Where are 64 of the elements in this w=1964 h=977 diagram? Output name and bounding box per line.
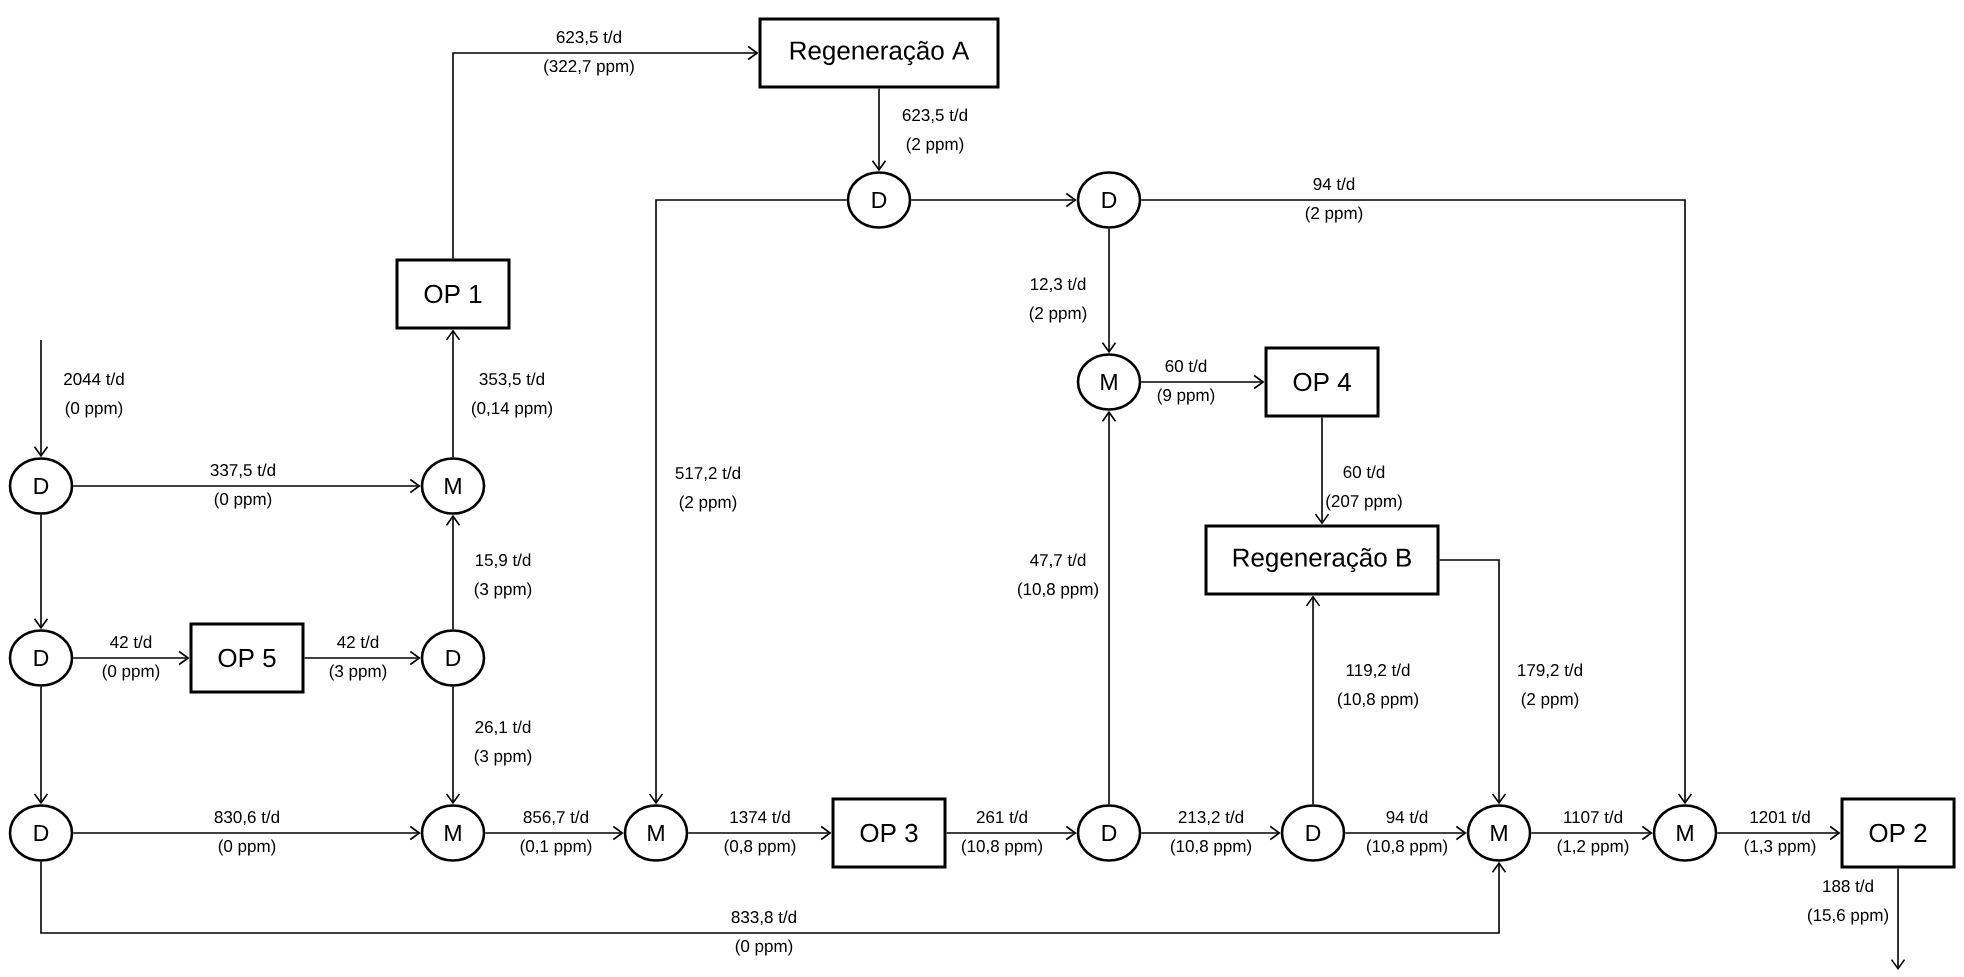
edge-label: 1374 t/d (0,8 ppm) (724, 810, 796, 856)
edge-label: 119,2 t/d (10,8 ppm) (1337, 663, 1419, 709)
flow-arrow (1314, 416, 1330, 525)
edge-label: 12,3 t/d (2 ppm) (1029, 277, 1087, 323)
flow-arrow (484, 825, 624, 841)
edge-label: 856,7 t/d (0,1 ppm) (520, 810, 592, 856)
flow-arrow (945, 825, 1077, 841)
edge-label: 60 t/d (207 ppm) (1326, 465, 1402, 511)
edge-label: 830,6 t/d (0 ppm) (214, 810, 279, 856)
process-box: Regeneração B (1204, 524, 1440, 596)
flow-arrow (687, 825, 832, 841)
flow-arrow (1530, 825, 1653, 841)
flow-arrow (33, 514, 49, 630)
process-box: OP 4 (1264, 346, 1380, 418)
edge-label: 94 t/d (10,8 ppm) (1366, 810, 1448, 856)
process-box: OP 5 (189, 622, 305, 694)
flow-arrow (1890, 867, 1906, 970)
flow-arrow (1716, 825, 1841, 841)
process-box: OP 1 (395, 258, 511, 330)
flow-arrow (1140, 374, 1265, 390)
flow-arrow (303, 650, 421, 666)
flow-arrow (1438, 559, 1507, 805)
flow-arrow (1101, 228, 1117, 354)
edge-label: 833,8 t/d (0 ppm) (731, 910, 796, 956)
flow-arrow (33, 339, 49, 458)
flow-arrow (445, 514, 461, 630)
edge-label: 623,5 t/d (322,7 ppm) (544, 30, 634, 76)
edge-label: 1201 t/d (1,3 ppm) (1744, 810, 1816, 856)
edge-label: 188 t/d (15,6 ppm) (1807, 879, 1889, 925)
flow-arrow (648, 199, 848, 805)
flow-arrow (72, 650, 190, 666)
edge-label: 42 t/d (3 ppm) (329, 635, 387, 681)
edge-label: 2044 t/d (0 ppm) (64, 372, 124, 418)
edge-label: 337,5 t/d (0 ppm) (210, 463, 275, 509)
edge-label: 353,5 t/d (0,14 ppm) (471, 372, 553, 418)
edge-label: 517,2 t/d (2 ppm) (675, 466, 740, 512)
flow-arrow (1305, 595, 1321, 805)
edge-label: 42 t/d (0 ppm) (102, 635, 160, 681)
flow-arrow (40, 861, 1507, 934)
edge-label: 60 t/d (9 ppm) (1157, 359, 1215, 405)
flow-arrow (871, 87, 887, 172)
edge-label: 261 t/d (10,8 ppm) (961, 810, 1043, 856)
process-box: Regeneração A (758, 17, 1000, 89)
process-box: OP 2 (1840, 797, 1956, 869)
process-box: OP 3 (831, 797, 947, 869)
edge-label: 179,2 t/d (2 ppm) (1518, 663, 1582, 709)
flow-arrow (910, 192, 1077, 208)
flow-arrow (1140, 825, 1281, 841)
flow-arrow (1101, 410, 1117, 805)
edge-label: 1107 t/d (1,2 ppm) (1557, 810, 1629, 856)
flow-arrow (452, 45, 759, 260)
flow-arrow (1140, 199, 1693, 805)
edge-label: 94 t/d (2 ppm) (1305, 177, 1363, 223)
flow-arrow (445, 686, 461, 805)
edge-label: 26,1 t/d (3 ppm) (474, 720, 532, 766)
edge-label: 213,2 t/d (10,8 ppm) (1170, 810, 1252, 856)
flow-arrow (33, 686, 49, 805)
edge-label: 47,7 t/d (10,8 ppm) (1017, 553, 1099, 599)
edge-label: 623,5 t/d (2 ppm) (902, 108, 967, 154)
edge-label: 15,9 t/d (3 ppm) (474, 553, 532, 599)
flow-arrow (1344, 825, 1467, 841)
flow-arrow (72, 478, 421, 494)
flow-arrow (445, 329, 461, 458)
flow-arrow (72, 825, 421, 841)
